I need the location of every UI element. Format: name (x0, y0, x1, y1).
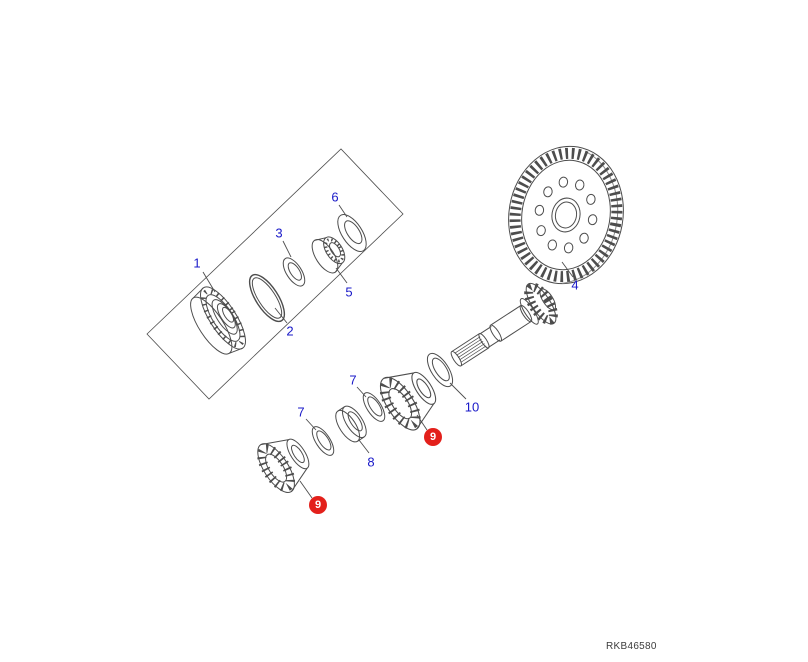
thrust-washer (426, 352, 454, 388)
sub-assembly-outline (146, 148, 404, 400)
callout-10[interactable]: 10 (464, 399, 480, 415)
callout-7a[interactable]: 7 (297, 404, 305, 420)
shim-washer-b (362, 392, 386, 422)
callout-7b[interactable]: 7 (349, 372, 357, 388)
drive-flange (190, 286, 246, 355)
taper-roller-bearing-rear (379, 371, 437, 431)
callout-5[interactable]: 5 (345, 284, 353, 300)
callout-1[interactable]: 1 (193, 255, 201, 271)
leader-lines (202, 204, 574, 499)
pinion-shaft (450, 282, 558, 367)
callout-6[interactable]: 6 (331, 189, 339, 205)
shim-washer-a (311, 426, 335, 456)
callout-4[interactable]: 4 (571, 277, 579, 293)
spacer-washer (282, 257, 306, 287)
taper-roller-bearing-front (257, 438, 310, 493)
callout-3[interactable]: 3 (275, 225, 283, 241)
callout-9b-highlighted-badge[interactable]: 9 (424, 428, 442, 446)
flange-nut (311, 236, 346, 274)
o-ring (248, 273, 286, 323)
reference-code: RKB46580 (606, 641, 657, 652)
callout-9a-highlighted-badge[interactable]: 9 (309, 496, 327, 514)
ring-gear (508, 145, 624, 285)
shield-washer (337, 214, 367, 252)
callout-2[interactable]: 2 (286, 323, 294, 339)
bearing-spacer (335, 405, 367, 443)
callout-8[interactable]: 8 (367, 454, 375, 470)
